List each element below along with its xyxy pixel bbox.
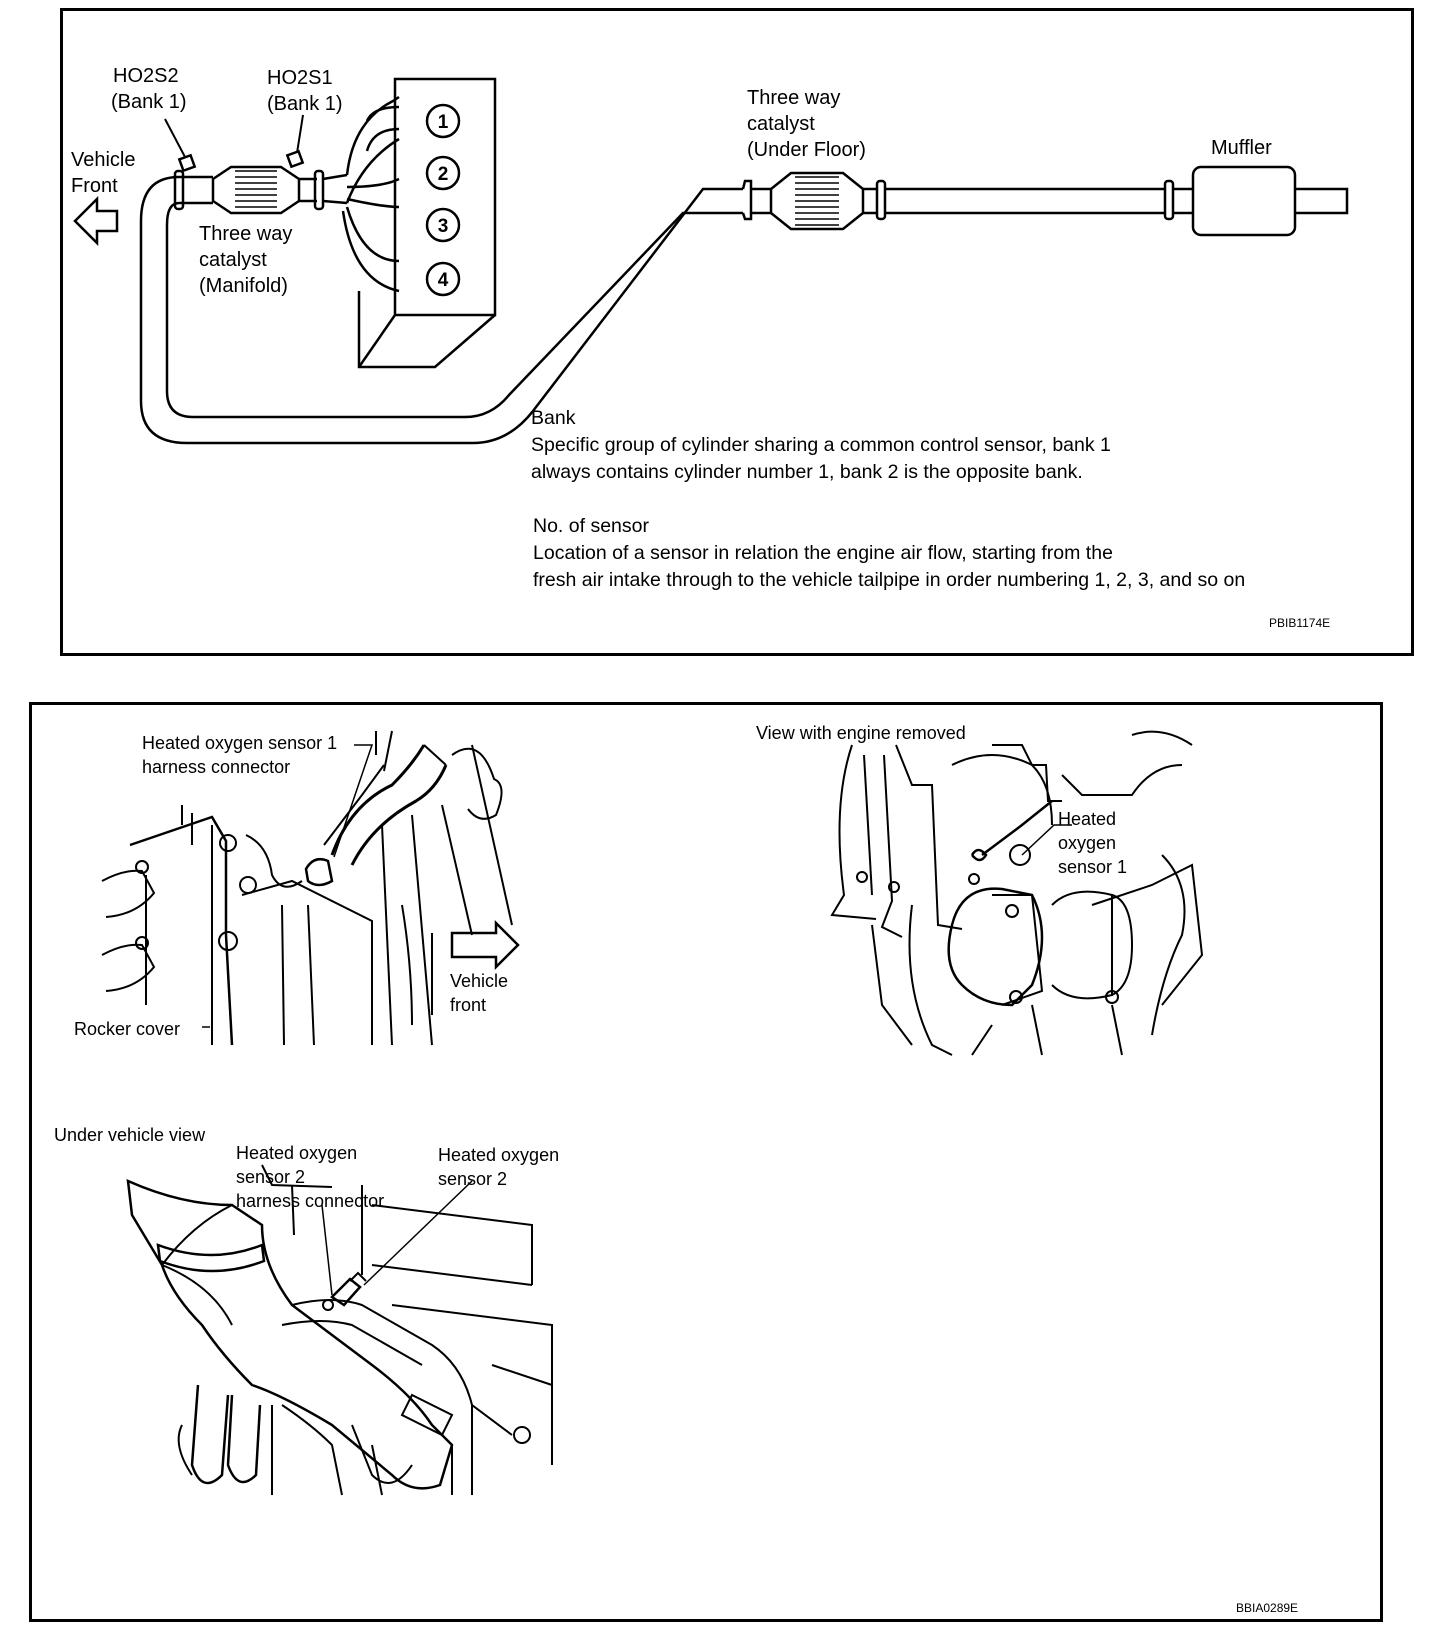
muffler-label: Muffler	[1211, 137, 1272, 159]
ho2s1-label: HO2S1	[267, 67, 333, 89]
sensor-note-line-2: fresh air intake through to the vehicle …	[533, 569, 1246, 591]
cylinder-2-label: 2	[438, 164, 449, 185]
hos1-label-2: oxygen	[1058, 833, 1117, 853]
vehicle-front-label-2: front	[450, 995, 487, 1015]
cylinder-1	[425, 103, 461, 139]
hos2-label-1: Heated oxygen	[438, 1145, 560, 1165]
cylinder-2	[425, 155, 461, 191]
muffler	[1191, 165, 1297, 237]
manifold-catalyst-label-2: catalyst	[199, 249, 267, 271]
bank-note-title: Bank	[531, 407, 576, 429]
engine-removed-view-title: View with engine removed	[756, 723, 966, 743]
cylinder-1-label: 1	[438, 112, 449, 133]
exhaust-system-drawing	[73, 77, 1349, 445]
vehicle-label: Vehicle	[71, 149, 136, 171]
cylinder-numbers: 1 2 3 4	[425, 103, 461, 297]
figure-code: PBIB1174E	[1269, 616, 1331, 630]
underfloor-catalyst-label-3: (Under Floor)	[747, 139, 866, 161]
cylinder-3	[425, 207, 461, 243]
exhaust-layout-panel: 1 2 3 4 HO2S2 (Bank 1) HO2S1 (Bank 1) Ve…	[60, 8, 1414, 656]
hos2-connector-label-3: harness connector	[236, 1191, 385, 1211]
bank-note: Bank Specific group of cylinder sharing …	[531, 405, 1111, 486]
sensor-number-note: No. of sensor Location of a sensor in re…	[533, 513, 1245, 594]
manifold-catalyst-label-1: Three way	[199, 223, 293, 245]
engine-block	[393, 77, 497, 317]
rocker-cover-label: Rocker cover	[74, 1019, 181, 1039]
engine-removed-illustration	[830, 730, 1204, 1056]
hos2-connector-label-1: Heated oxygen	[236, 1143, 358, 1163]
underfloor-catalyst-label-2: catalyst	[747, 113, 815, 135]
under-vehicle-illustration	[126, 1164, 553, 1496]
hos1-label-1: Heated	[1058, 809, 1117, 829]
sensor-note-line-1: Location of a sensor in relation the eng…	[533, 542, 1113, 564]
ho2s2-bank-label: (Bank 1)	[111, 91, 187, 113]
exhaust-pipe-inner	[165, 201, 743, 419]
cylinder-3-label: 3	[438, 216, 449, 237]
ho2s2-sensor	[177, 153, 197, 173]
vehicle-front-label-1: Vehicle	[450, 971, 509, 991]
manifold-catalyst-label-3: (Manifold)	[199, 275, 288, 297]
hos1-connector-label-2: harness connector	[142, 757, 291, 777]
under-vehicle-view-title: Under vehicle view	[54, 1125, 206, 1145]
figure-code: BBIA0289E	[1236, 1601, 1299, 1615]
ho2s1-sensor	[285, 149, 305, 169]
sensor-note-title: No. of sensor	[533, 515, 649, 537]
engine-compartment-illustration	[101, 730, 520, 1046]
bank-note-line-1: Specific group of cylinder sharing a com…	[531, 434, 1111, 456]
front-label: Front	[71, 175, 118, 197]
ho2s2-label: HO2S2	[113, 65, 179, 87]
cylinder-4	[425, 261, 461, 297]
hos2-label-2: sensor 2	[438, 1169, 508, 1189]
sensor-location-panel: Heated oxygen sensor 1 harness connector…	[29, 702, 1383, 1622]
cylinder-4-label: 4	[438, 270, 449, 291]
underfloor-catalyst-label-1: Three way	[747, 87, 841, 109]
hos1-connector-label-1: Heated oxygen sensor 1	[142, 733, 338, 753]
vehicle-front-arrow-icon	[450, 919, 520, 971]
hos1-label-3: sensor 1	[1058, 857, 1128, 877]
exhaust-pipe-outer	[139, 175, 743, 445]
vehicle-front-arrow-icon	[73, 195, 119, 247]
ho2s1-bank-label: (Bank 1)	[267, 93, 343, 115]
hos2-connector-label-2: sensor 2	[236, 1167, 306, 1187]
bank-note-line-2: always contains cylinder number 1, bank …	[531, 461, 1083, 483]
